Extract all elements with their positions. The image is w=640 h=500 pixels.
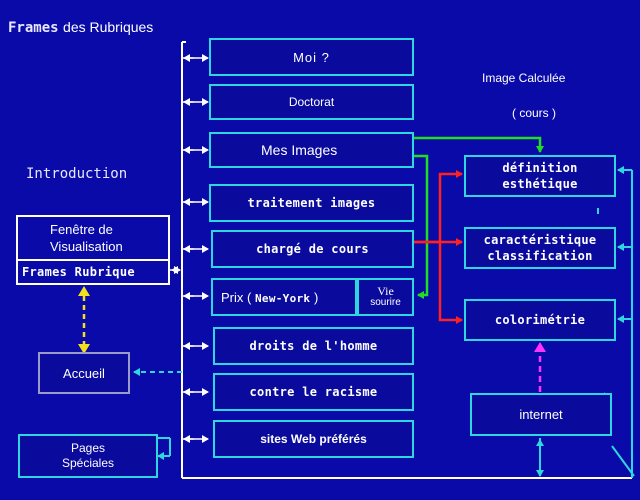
menu-racisme[interactable]: contre le racisme <box>213 373 414 411</box>
definition-esthetique-box[interactable]: définition esthétique <box>464 155 616 197</box>
menu-prix-label: Prix ( New-York ) <box>221 290 318 305</box>
frames-rubrique-label[interactable]: Frames Rubrique <box>22 265 135 279</box>
menu-racisme-label: contre le racisme <box>249 385 378 399</box>
internet-label: internet <box>519 407 563 422</box>
prix-city: New-York <box>254 291 311 305</box>
introduction-label[interactable]: Introduction <box>26 166 128 182</box>
menu-traitement[interactable]: traitement images <box>209 184 414 222</box>
colorimetrie-box[interactable]: colorimétrie <box>464 299 616 341</box>
menu-charge-de-cours[interactable]: chargé de cours <box>211 230 414 268</box>
menu-doctorat-label: Doctorat <box>288 95 335 109</box>
internet-box[interactable]: internet <box>470 393 612 436</box>
pages-line1: Pages <box>70 441 106 455</box>
caracteristique-box[interactable]: caractéristique classification <box>464 227 616 269</box>
menu-doctorat[interactable]: Doctorat <box>209 84 414 120</box>
colorimetrie-label: colorimétrie <box>494 313 586 327</box>
page-title: Frames des Rubriques <box>8 19 153 37</box>
menu-moi[interactable]: Moi ? <box>209 38 414 76</box>
cours-label[interactable]: ( cours ) <box>512 106 557 120</box>
definition-line2: esthétique <box>502 177 578 191</box>
caracteristique-line1: caractéristique <box>483 233 597 247</box>
caracteristique-line2: classification <box>487 249 593 263</box>
sourire-label: sourire <box>370 297 401 308</box>
prix-text: Prix ( <box>221 289 252 305</box>
fenetre-line2: Visualisation <box>50 239 123 254</box>
menu-sites-web[interactable]: sites Web préférés <box>213 420 414 458</box>
menu-droits-label: droits de l'homme <box>249 339 378 353</box>
red-links <box>414 170 463 324</box>
main-bus-line <box>170 41 632 479</box>
menu-mes-images[interactable]: Mes Images <box>209 132 414 168</box>
definition-line1: définition <box>502 161 578 175</box>
frame-divider <box>18 259 168 261</box>
menu-droits[interactable]: droits de l'homme <box>213 327 414 365</box>
magenta-link <box>534 342 546 392</box>
pages-speciales-button[interactable]: Pages Spéciales <box>18 434 158 478</box>
menu-sites-label: sites Web préférés <box>260 432 367 446</box>
visualisation-frame: Fenêtre de Visualisation Frames Rubrique <box>16 215 170 285</box>
menu-vie-sourire[interactable]: Vie sourire <box>357 278 414 316</box>
title-rubriques: des Rubriques <box>63 19 154 35</box>
menu-mes-images-label: Mes Images <box>261 142 338 158</box>
green-links <box>414 136 544 299</box>
cyan-links <box>133 166 635 478</box>
pages-line2: Spéciales <box>61 456 115 470</box>
menu-traitement-label: traitement images <box>247 196 376 210</box>
prix-close: ) <box>313 289 319 305</box>
yellow-link <box>78 286 90 354</box>
menu-charge-label: chargé de cours <box>256 242 369 256</box>
image-calculee-label: Image Calculée <box>482 71 566 85</box>
vie-label: Vie <box>377 284 394 298</box>
fenetre-line1: Fenêtre de <box>50 222 113 237</box>
menu-moi-label: Moi ? <box>293 49 330 65</box>
accueil-label: Accueil <box>63 365 105 381</box>
menu-prix[interactable]: Prix ( New-York ) <box>211 278 357 316</box>
accueil-button[interactable]: Accueil <box>38 352 130 394</box>
title-frames: Frames <box>8 20 59 36</box>
